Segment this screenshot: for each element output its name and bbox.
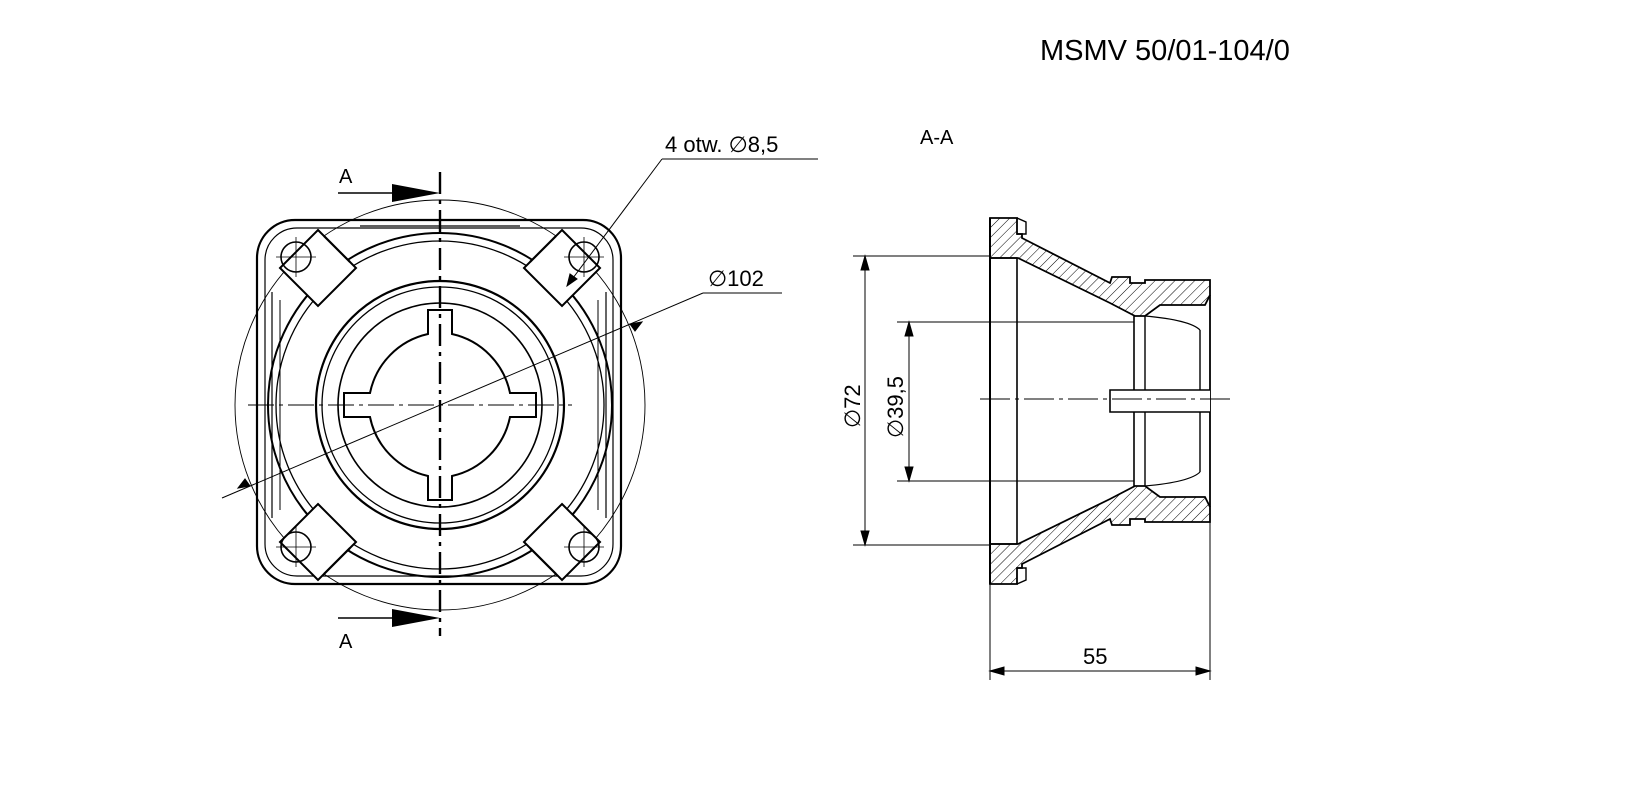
mounting-hole-top-right bbox=[564, 237, 604, 277]
section-marker-top: A bbox=[339, 166, 353, 188]
mounting-hole-bottom-right bbox=[564, 527, 604, 567]
section-marker-bottom: A bbox=[339, 631, 353, 653]
dim-39-5-label: ∅39,5 bbox=[883, 376, 908, 438]
mounting-hole-top-left bbox=[276, 237, 316, 277]
dim-102-label: ∅102 bbox=[708, 266, 764, 291]
dim-55-label: 55 bbox=[1083, 644, 1107, 669]
dim-72 bbox=[853, 254, 990, 547]
corner-rib-top-left bbox=[278, 228, 358, 308]
section-arrow-bottom bbox=[338, 609, 440, 627]
section-view bbox=[989, 217, 1211, 585]
part-number-title: MSMV 50/01-104/0 bbox=[1040, 35, 1290, 67]
holes-note: 4 otw. ∅8,5 bbox=[665, 132, 778, 157]
dim-55 bbox=[988, 507, 1212, 680]
mounting-hole-bottom-left bbox=[276, 527, 316, 567]
dim-72-label: ∅72 bbox=[840, 384, 865, 428]
front-centerlines bbox=[248, 172, 572, 636]
hub-slot bbox=[1109, 389, 1210, 413]
section-title: A-A bbox=[920, 127, 954, 149]
section-wall-upper bbox=[989, 217, 1211, 317]
dim-102-leader bbox=[221, 292, 782, 499]
section-arrow-top bbox=[338, 184, 440, 202]
section-wall-lower bbox=[989, 485, 1211, 585]
corner-rib-bottom-left bbox=[278, 502, 358, 582]
dim-39-5 bbox=[897, 320, 1134, 483]
corner-rib-top-right bbox=[522, 228, 602, 308]
corner-rib-bottom-right bbox=[522, 502, 602, 582]
holes-note-leader bbox=[566, 158, 818, 288]
